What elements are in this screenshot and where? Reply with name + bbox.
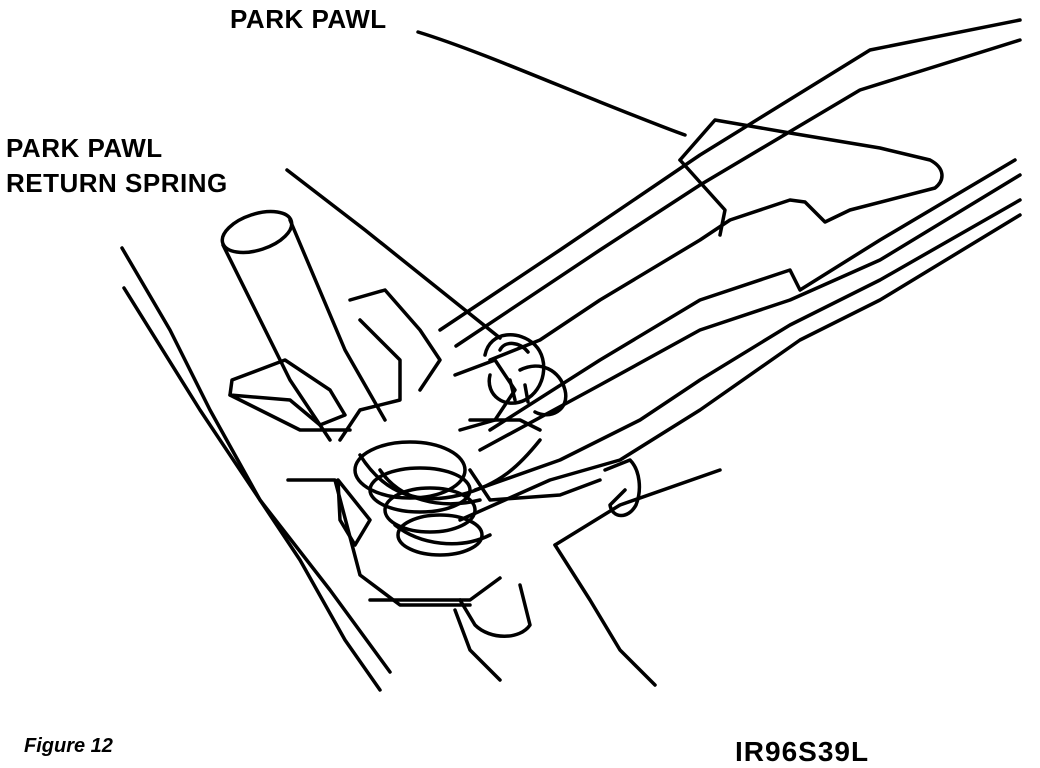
park-pawl-leader-line bbox=[416, 30, 687, 137]
figure-code: IR96S39L bbox=[735, 736, 870, 767]
rail-clip bbox=[603, 458, 642, 518]
rod-support-base bbox=[228, 393, 352, 432]
pivot-shaft-stub bbox=[453, 583, 532, 682]
housing-left-edges bbox=[120, 246, 392, 692]
return-spring-label-line2: RETURN SPRING bbox=[6, 168, 228, 198]
figure-caption: Figure 12 bbox=[24, 735, 113, 757]
return-spring-leader-line bbox=[285, 168, 502, 340]
spring-loop bbox=[453, 333, 568, 432]
park-pawl-tooth bbox=[678, 158, 727, 237]
park-pawl-return-spring bbox=[336, 288, 602, 557]
lower-bracket bbox=[286, 468, 722, 687]
rod-support-block bbox=[228, 358, 347, 427]
park-pawl-label: PARK PAWL bbox=[230, 4, 387, 34]
park-pawl-outline bbox=[488, 118, 944, 362]
lower-rails bbox=[458, 158, 1022, 522]
return-spring-label-line1: PARK PAWL bbox=[6, 133, 163, 163]
park-pawl-rail bbox=[438, 18, 1022, 348]
